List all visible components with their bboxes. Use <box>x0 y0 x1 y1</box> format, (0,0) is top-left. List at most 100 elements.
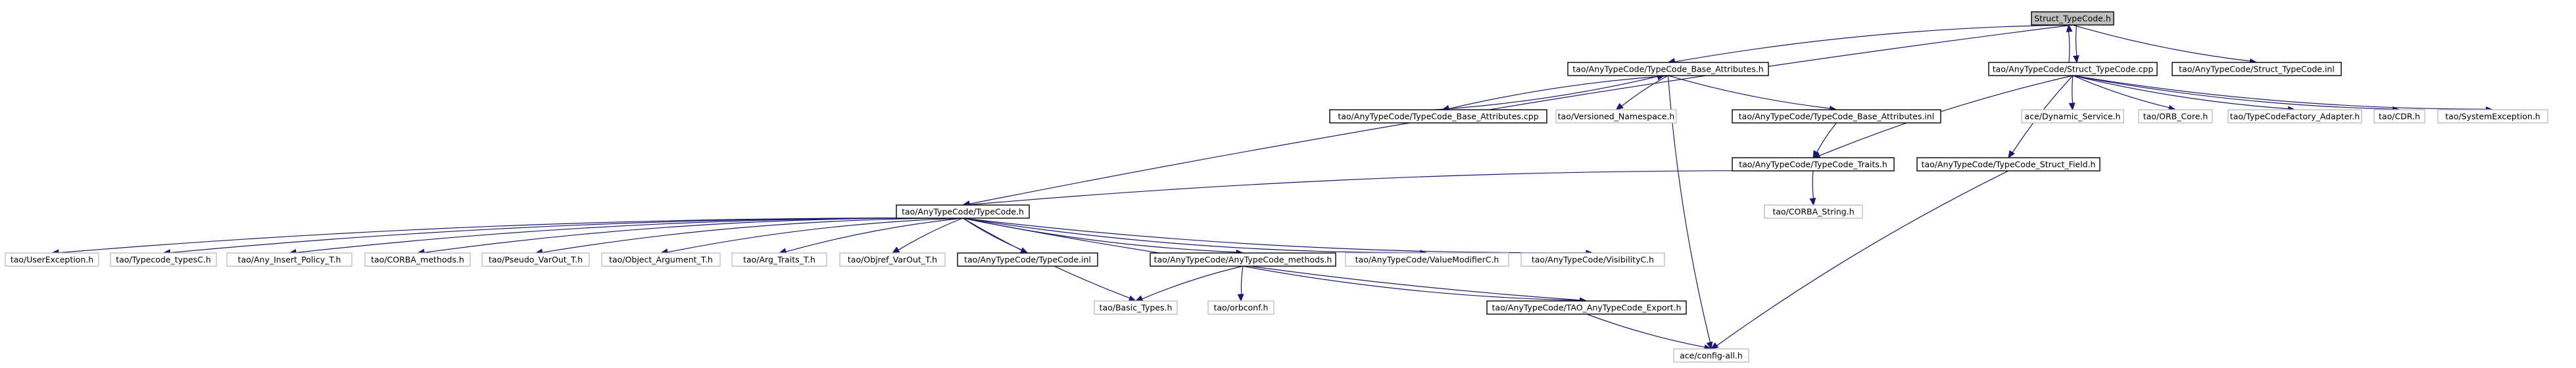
node-box <box>2031 11 2114 26</box>
node-label: tao/Basic_Types.h <box>1100 303 1173 313</box>
node-struct-tc-inl[interactable]: tao/AnyTypeCode/Struct_TypeCode.inl <box>2172 62 2342 76</box>
node-struct-tc-cpp[interactable]: tao/AnyTypeCode/Struct_TypeCode.cpp <box>1988 62 2158 76</box>
edge-line <box>962 218 1237 253</box>
edge-line <box>2072 75 2289 110</box>
node-label: tao/AnyTypeCode/Struct_TypeCode.inl <box>2179 64 2335 74</box>
edge-line <box>962 218 1587 254</box>
node-pseudo-varout: tao/Pseudo_VarOut_T.h <box>481 252 590 267</box>
edge-line <box>1434 76 1658 110</box>
node-box <box>1673 348 1749 363</box>
arrowhead <box>1706 341 1713 350</box>
arrowhead <box>2072 55 2079 64</box>
node-objref-varout: tao/Objref_VarOut_T.h <box>839 252 946 267</box>
node-box <box>1988 62 2158 76</box>
arrowhead <box>1237 294 1244 302</box>
node-label: tao/TypeCodeFactory_Adapter.h <box>2230 112 2360 122</box>
node-user-exc: tao/UserException.h <box>5 252 99 267</box>
node-label: tao/Typecode_typesC.h <box>116 255 211 265</box>
arrowhead <box>1710 342 1719 350</box>
node-struct-field[interactable]: tao/AnyTypeCode/TypeCode_Struct_Field.h <box>1916 157 2101 172</box>
node-basic-types: tao/Basic_Types.h <box>1094 300 1178 315</box>
edge-typecode-h-to-corba-methods <box>416 218 963 256</box>
arrowhead <box>891 246 900 254</box>
edge-atc-methods-to-basic-types <box>1134 265 1244 302</box>
node-base-attr-h[interactable]: tao/AnyTypeCode/TypeCode_Base_Attributes… <box>1567 62 1769 76</box>
arrowhead <box>1128 295 1137 302</box>
edge-line <box>2072 75 2074 104</box>
node-dyn-service: ace/Dynamic_Service.h <box>2021 109 2124 124</box>
edge-base-attr-h-to-versioned-ns <box>1615 75 1668 110</box>
arrowhead <box>1812 150 1820 159</box>
node-cdr-h: tao/CDR.h <box>2373 109 2425 124</box>
node-box <box>1520 252 1665 267</box>
node-box <box>2021 109 2124 124</box>
node-box <box>226 252 352 267</box>
node-sys-exc: tao/SystemException.h <box>2437 109 2548 124</box>
node-visibility: tao/AnyTypeCode/VisibilityC.h <box>1520 252 1665 267</box>
edge-struct-tc-cpp-to-sys-exc <box>2072 75 2494 113</box>
node-box <box>2172 62 2342 76</box>
node-label: tao/AnyTypeCode/TypeCode.inl <box>964 255 1091 265</box>
edge-typecode-h-to-pseudo-varout <box>535 218 963 256</box>
edge-base-attr-h-to-base-attr-inl <box>1668 75 1837 112</box>
node-label: tao/ORB_Core.h <box>2143 112 2208 122</box>
node-box <box>1732 157 1895 172</box>
node-arg-traits: tao/Arg_Traits_T.h <box>731 252 827 267</box>
edge-line <box>1816 122 1837 152</box>
node-tc-traits[interactable]: tao/AnyTypeCode/TypeCode_Traits.h <box>1732 157 1895 172</box>
node-label: tao/AnyTypeCode/TypeCode_Base_Attributes… <box>1739 112 1934 122</box>
node-config-all: ace/config-all.h <box>1673 348 1749 363</box>
edge-line <box>1240 265 1244 295</box>
node-label: tao/AnyTypeCode/ValueModifierC.h <box>1355 255 1499 265</box>
node-box <box>364 252 471 267</box>
node-label: tao/AnyTypeCode/TypeCode_Traits.h <box>1739 160 1887 170</box>
node-box <box>1555 109 1677 124</box>
node-label: tao/Versioned_Namespace.h <box>1558 112 1675 122</box>
node-typecode-inl[interactable]: tao/AnyTypeCode/TypeCode.inl <box>957 252 1098 267</box>
edge-struct-tc-h-to-struct-tc-cpp <box>2072 24 2079 64</box>
arrowhead <box>1134 295 1144 302</box>
node-label: tao/AnyTypeCode/TypeCode_Base_Attributes… <box>1572 64 1763 74</box>
node-box <box>896 204 1030 219</box>
node-box <box>1567 62 1769 76</box>
node-box <box>1150 252 1336 267</box>
node-box <box>1916 157 2101 172</box>
node-label: tao/AnyTypeCode/TypeCode_Base_Attributes… <box>1338 112 1538 122</box>
node-label: tao/CDR.h <box>2379 112 2420 122</box>
node-atc-export[interactable]: tao/AnyTypeCode/TAO_AnyTypeCode_Export.h <box>1486 300 1687 315</box>
edge-line <box>1586 313 1705 348</box>
node-box <box>1094 300 1178 315</box>
arrowhead <box>1809 198 1816 206</box>
node-base-attr-inl[interactable]: tao/AnyTypeCode/TypeCode_Base_Attributes… <box>1732 109 1941 124</box>
node-box <box>2227 109 2362 124</box>
node-label: tao/Arg_Traits_T.h <box>743 255 815 265</box>
arrowhead <box>2066 24 2073 32</box>
node-corba-methods: tao/CORBA_methods.h <box>364 252 471 267</box>
node-tcf-adapter: tao/TypeCodeFactory_Adapter.h <box>2227 109 2362 124</box>
edge-line <box>1716 170 2009 346</box>
edge-struct-tc-cpp-to-struct-tc-h <box>2066 24 2073 63</box>
edge-line <box>1819 75 2074 156</box>
edge-struct-field-to-config-all <box>1710 170 2009 350</box>
node-atc-methods[interactable]: tao/AnyTypeCode/AnyTypeCode_methods.h <box>1150 252 1336 267</box>
edge-atc-methods-to-orbconf <box>1237 265 1244 302</box>
edge-line <box>1812 170 1814 199</box>
edge-atc-export-to-config-all <box>1586 313 1713 351</box>
node-base-attr-cpp[interactable]: tao/AnyTypeCode/TypeCode_Base_Attributes… <box>1329 109 1547 124</box>
node-typecode-h[interactable]: tao/AnyTypeCode/TypeCode.h <box>896 204 1030 219</box>
edge-line <box>898 218 963 251</box>
node-label: tao/Object_Argument_T.h <box>609 255 713 265</box>
node-typecode-typesc: tao/Typecode_typesC.h <box>110 252 217 267</box>
edge-line <box>2068 31 2070 63</box>
node-label: tao/CORBA_String.h <box>1772 207 1854 217</box>
node-box <box>1732 109 1941 124</box>
edge-tc-traits-to-typecode-h <box>961 170 1814 208</box>
edge-line <box>1621 75 1668 106</box>
node-box <box>1764 204 1863 219</box>
edge-tc-traits-to-corba-string <box>1809 170 1816 206</box>
arrowhead <box>2008 150 2015 159</box>
edge-base-attr-inl-to-tc-traits <box>1812 122 1837 159</box>
node-label: tao/orbconf.h <box>1214 303 1269 313</box>
node-versioned-ns: tao/Versioned_Namespace.h <box>1555 109 1677 124</box>
node-box <box>2437 109 2548 124</box>
